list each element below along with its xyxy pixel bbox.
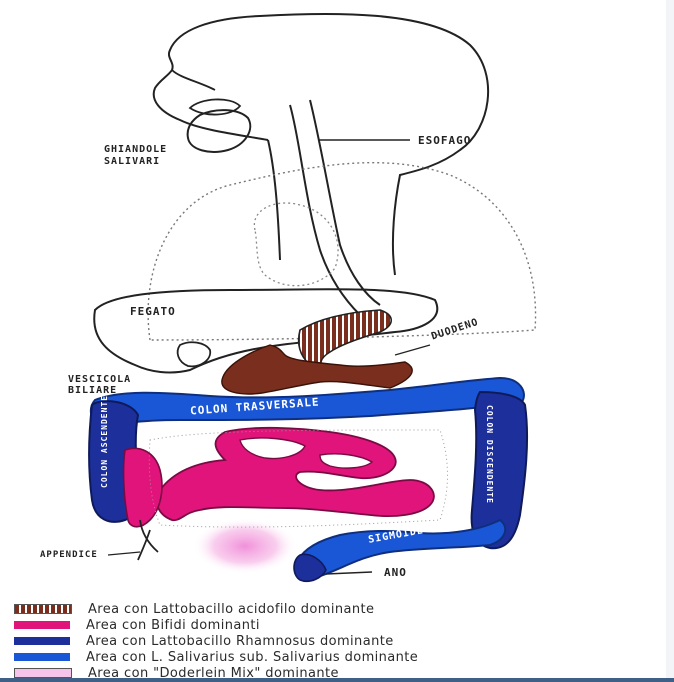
label-salivary-glands: GHIANDOLE SALIVARI bbox=[104, 144, 167, 168]
swatch-bifidi bbox=[14, 621, 70, 629]
right-edge-bar bbox=[666, 0, 674, 682]
legend-text: Area con Lattobacillo acidofilo dominant… bbox=[88, 602, 374, 617]
bottom-edge-bar bbox=[0, 678, 674, 682]
appendix bbox=[138, 520, 158, 560]
anus-pointer bbox=[326, 572, 372, 574]
label-gallbladder: VESCICOLA BILIARE bbox=[68, 374, 131, 396]
swatch-rhamnosus bbox=[14, 637, 70, 645]
legend-text: Area con Lattobacillo Rhamnosus dominant… bbox=[86, 634, 394, 649]
swatch-acidofilo bbox=[14, 604, 72, 614]
legend: Area con Lattobacillo acidofilo dominant… bbox=[14, 602, 674, 682]
neck-left bbox=[268, 140, 280, 260]
mouth bbox=[172, 70, 240, 115]
label-anus: ANO bbox=[384, 566, 407, 579]
gallbladder bbox=[178, 342, 211, 366]
anatomy-drawing bbox=[0, 0, 674, 600]
swatch-doderlein bbox=[14, 668, 72, 678]
swatch-salivarius bbox=[14, 653, 70, 661]
legend-row-rhamnosus: Area con Lattobacillo Rhamnosus dominant… bbox=[14, 634, 674, 648]
legend-row-acidofilo: Area con Lattobacillo acidofilo dominant… bbox=[14, 602, 674, 616]
legend-text: Area con Bifidi dominanti bbox=[86, 618, 260, 633]
legend-row-bifidi: Area con Bifidi dominanti bbox=[14, 618, 674, 632]
appendix-pointer bbox=[108, 552, 140, 555]
legend-text: Area con L. Salivarius sub. Salivarius d… bbox=[86, 650, 418, 665]
duodenum-pointer bbox=[395, 345, 430, 355]
legend-row-salivarius: Area con L. Salivarius sub. Salivarius d… bbox=[14, 650, 674, 664]
label-esophagus: ESOFAGO bbox=[418, 134, 471, 147]
label-appendix: APPENDICE bbox=[40, 550, 98, 560]
heart-outline bbox=[254, 203, 338, 286]
label-descending-colon: COLON DISCENDENTE bbox=[485, 405, 494, 504]
stomach bbox=[299, 310, 392, 370]
caecum bbox=[124, 448, 162, 526]
label-ascending-colon: COLON ASCENDENTE bbox=[100, 395, 109, 488]
label-liver: FEGATO bbox=[130, 305, 176, 318]
esophagus bbox=[290, 100, 380, 315]
